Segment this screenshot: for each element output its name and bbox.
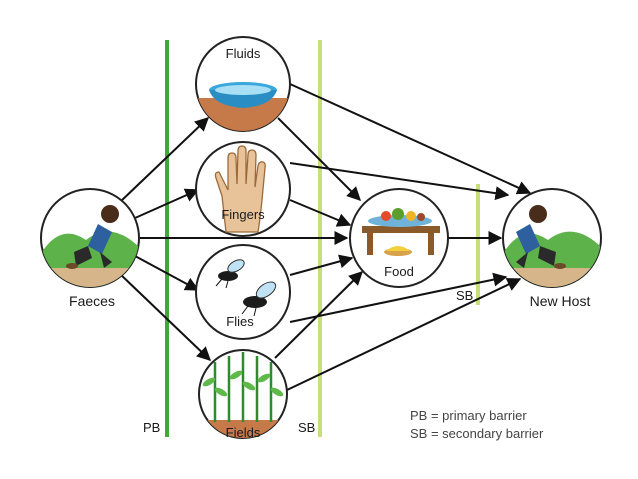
fingers-label: Fingers (221, 207, 265, 222)
new-host-node (502, 188, 602, 288)
squatting-person-icon (41, 205, 139, 287)
food-node: Food (349, 188, 449, 288)
legend-line-2: SB = secondary barrier (410, 426, 544, 441)
fluids-label: Fluids (226, 46, 261, 61)
sb-label-left: SB (298, 420, 315, 435)
flies-node: Flies (195, 244, 291, 340)
water-bowl-icon (196, 82, 290, 131)
fingers-node: Fingers (195, 141, 291, 237)
fluids-node: Fluids (195, 36, 291, 132)
pb-label: PB (143, 420, 160, 435)
faeces-node (40, 188, 140, 288)
fields-label: Fields (226, 425, 261, 440)
hand-icon (214, 145, 266, 233)
legend-line-1: PB = primary barrier (410, 408, 527, 423)
legend: PB = primary barrier SB = secondary barr… (410, 408, 544, 441)
sb-label-right: SB (456, 288, 473, 303)
flies-icon (215, 259, 277, 317)
flies-label: Flies (226, 314, 254, 329)
arrows (119, 83, 532, 391)
new-host-label: New Host (530, 293, 591, 309)
food-table-icon (362, 208, 440, 256)
fields-node: Fields (198, 349, 288, 440)
food-label: Food (384, 264, 414, 279)
faeces-label: Faeces (69, 293, 115, 309)
